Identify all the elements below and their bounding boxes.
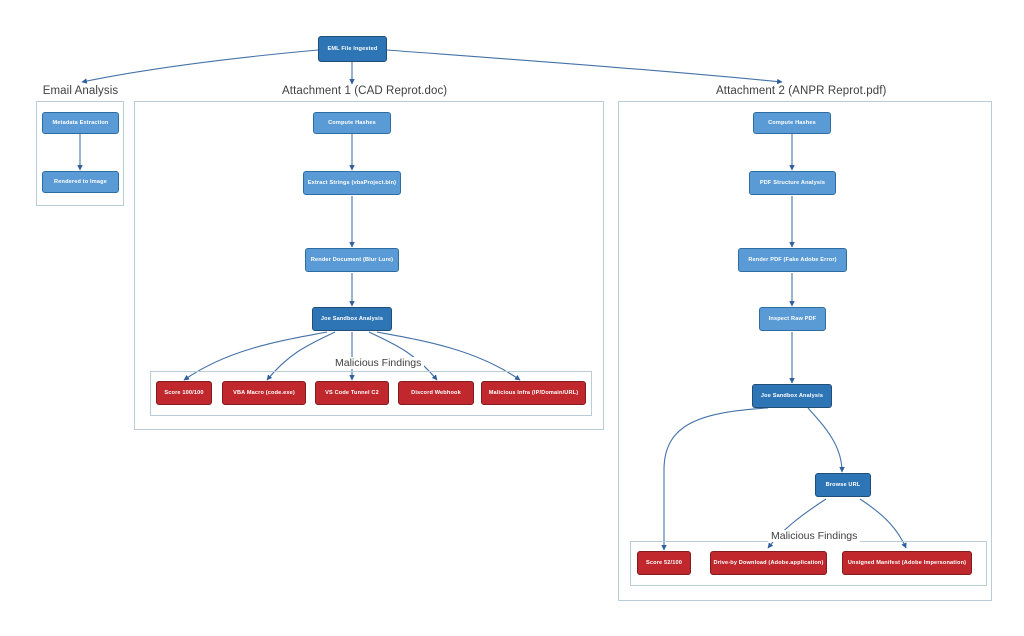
node-a2-inspect-raw-pdf[interactable]: Inspect Raw PDF: [759, 307, 826, 331]
finding-a2-drive-by-download[interactable]: Drive-by Download (Adobe.application): [710, 551, 827, 575]
edge-eml-to-att2: [386, 49, 783, 85]
node-rendered-to-image[interactable]: Rendered to Image: [42, 171, 119, 193]
group-box-email-analysis: [36, 101, 124, 206]
node-a1-joe-sandbox-analysis[interactable]: Joe Sandbox Analysis: [312, 307, 392, 331]
node-a2-browse-url[interactable]: Browse URL: [815, 473, 871, 497]
node-a1-compute-hashes[interactable]: Compute Hashes: [313, 112, 391, 134]
node-metadata-extraction[interactable]: Metadata Extraction: [42, 112, 119, 134]
group-box-attachment-1: [134, 101, 604, 430]
findings-title-attachment-2: Malicious Findings: [768, 530, 861, 542]
node-a2-compute-hashes[interactable]: Compute Hashes: [753, 112, 831, 134]
node-a2-joe-sandbox-analysis[interactable]: Joe Sandbox Analysis: [752, 384, 832, 408]
group-box-attachment-2: [618, 101, 992, 601]
group-title-attachment-1: Attachment 1 (CAD Reprot.doc): [282, 85, 448, 97]
finding-a1-score[interactable]: Score 100/100: [156, 381, 212, 405]
node-eml-file-ingested[interactable]: EML File Ingested: [318, 36, 387, 62]
findings-title-attachment-1: Malicious Findings: [332, 357, 425, 369]
node-a1-extract-strings[interactable]: Extract Strings (vbaProject.bin): [303, 171, 401, 195]
group-title-attachment-2: Attachment 2 (ANPR Reprot.pdf): [716, 85, 887, 97]
edge-eml-to-email: [81, 49, 319, 84]
node-a2-render-pdf[interactable]: Render PDF (Fake Adobe Error): [738, 248, 847, 272]
findings-box-attachment-1: [150, 371, 592, 416]
finding-a1-malicious-infra[interactable]: Malicious Infra (IP/Domain/URL): [481, 381, 586, 405]
node-a1-render-document[interactable]: Render Document (Blur Lure): [305, 248, 399, 272]
finding-a1-discord-webhook[interactable]: Discord Webhook: [398, 381, 474, 405]
group-title-email-analysis: Email Analysis: [42, 85, 119, 97]
finding-a1-vba-macro[interactable]: VBA Macro (code.exe): [222, 381, 306, 405]
node-a2-pdf-structure-analysis[interactable]: PDF Structure Analysis: [749, 171, 836, 195]
finding-a2-unsigned-manifest[interactable]: Unsigned Manifest (Adobe Impersonation): [842, 551, 972, 575]
finding-a2-score[interactable]: Score 52/100: [637, 551, 691, 575]
finding-a1-vs-code-tunnel[interactable]: VS Code Tunnel C2: [315, 381, 389, 405]
